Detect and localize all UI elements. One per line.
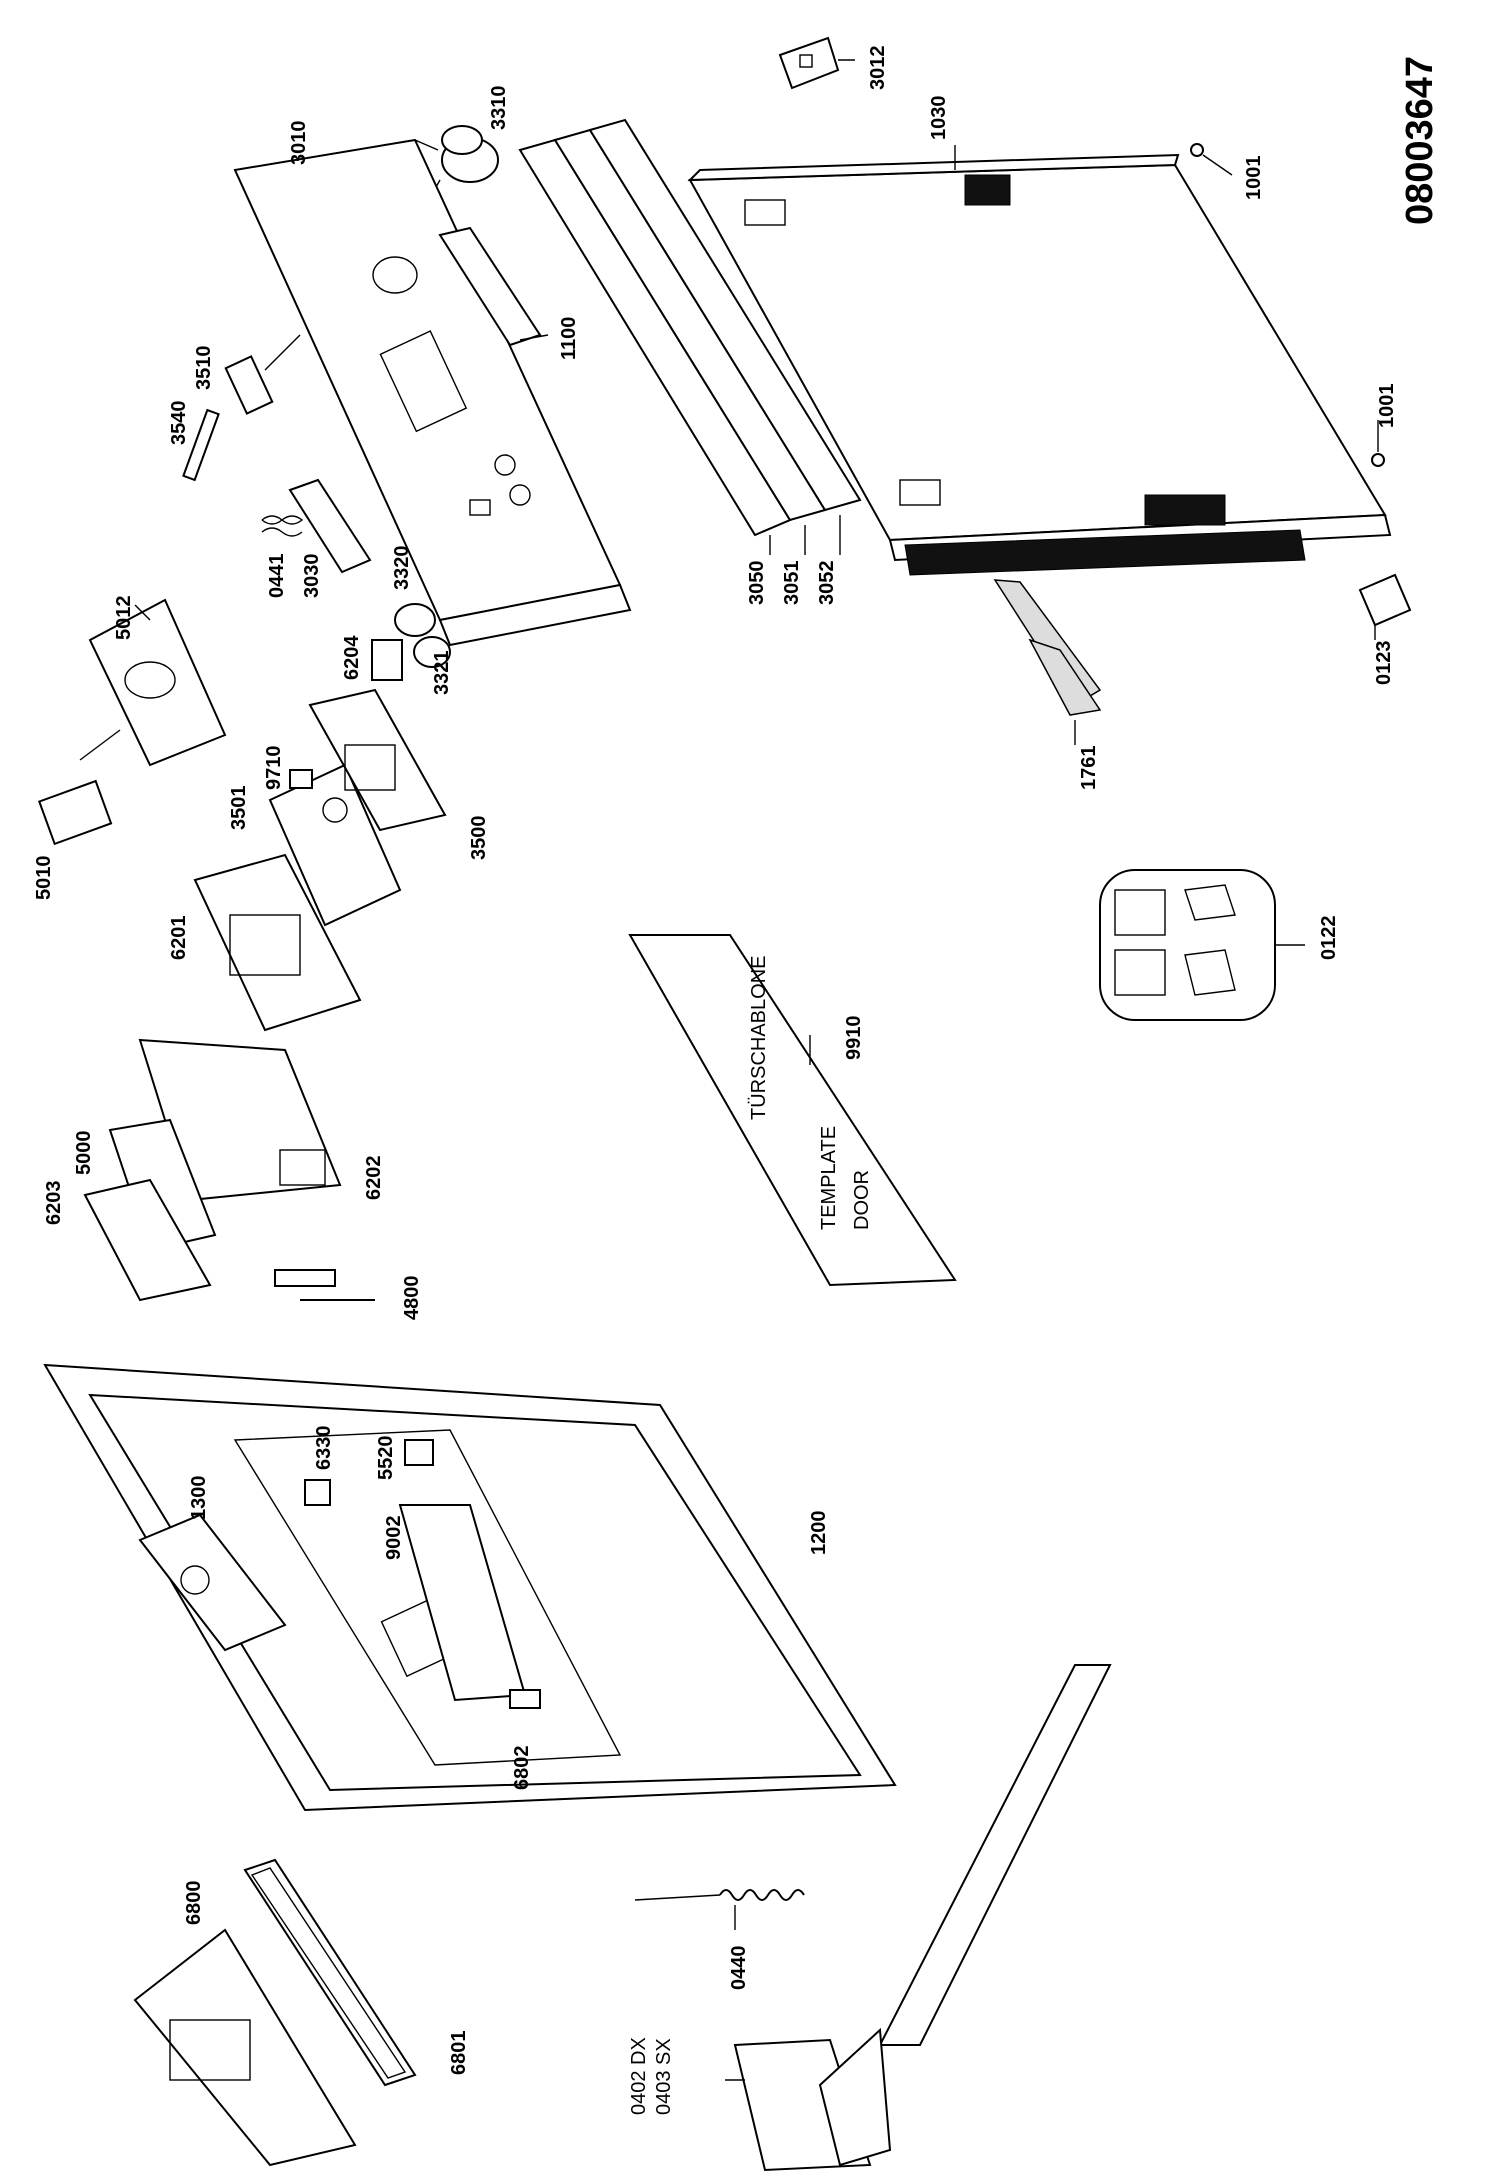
label-9710: 9710 <box>263 746 285 791</box>
part-3321-knob <box>413 636 451 668</box>
part-5010-lock <box>38 729 121 846</box>
label-3500: 3500 <box>468 816 490 861</box>
label-3010: 3010 <box>288 121 310 166</box>
template-english-1: TEMPLATE <box>818 1126 840 1230</box>
part-0441-spring <box>261 515 304 537</box>
part-3050-3052-rails <box>518 118 862 555</box>
part-0440-spring <box>634 1889 805 1930</box>
label-0441: 0441 <box>266 554 288 599</box>
label-1100: 1100 <box>558 317 580 360</box>
label-6801: 6801 <box>448 2031 470 2076</box>
part-3500-housing <box>308 688 447 832</box>
part-1001-screw-bottom <box>1371 420 1385 467</box>
part-3012-bracket <box>778 36 855 90</box>
label-5010: 5010 <box>33 856 55 901</box>
part-3310-knob <box>394 125 499 261</box>
part-0123-plate <box>1358 573 1412 640</box>
label-3320: 3320 <box>391 546 413 591</box>
label-3051: 3051 <box>781 561 803 606</box>
label-5000: 5000 <box>73 1131 95 1176</box>
part-3030-holder <box>288 478 372 574</box>
label-6203: 6203 <box>43 1181 65 1226</box>
label-6202: 6202 <box>363 1156 385 1201</box>
part-5012-bracket <box>88 598 227 767</box>
label-0402: 0402 DX <box>628 2037 650 2115</box>
part-3501-board <box>268 763 402 927</box>
part-6800-dispenser-unit <box>133 1928 357 2167</box>
label-3510: 3510 <box>193 346 215 391</box>
label-3050: 3050 <box>746 561 768 606</box>
document-number: 08003647 <box>1399 56 1441 225</box>
part-1030-door-panel <box>687 145 1392 576</box>
label-6201: 6201 <box>168 916 190 961</box>
part-3010-control-panel <box>233 138 632 647</box>
label-0123: 0123 <box>1373 641 1395 686</box>
part-3320-knob <box>394 603 436 637</box>
label-9910: 9910 <box>843 1016 865 1061</box>
label-3310: 3310 <box>488 86 510 131</box>
part-6204-switch <box>371 639 403 681</box>
label-1030: 1030 <box>928 96 950 141</box>
label-3540: 3540 <box>168 401 190 446</box>
label-1761: 1761 <box>1078 746 1100 791</box>
part-5520-catch <box>404 1439 434 1466</box>
part-6203-tray <box>83 1178 212 1302</box>
label-9002: 9002 <box>383 1516 405 1561</box>
label-3321: 3321 <box>431 651 453 696</box>
part-4800-cable <box>274 1269 375 1301</box>
part-1001-screw-top <box>1190 143 1233 176</box>
part-6802-clip <box>509 1689 541 1709</box>
label-1001-bottom: 1001 <box>1376 384 1398 429</box>
label-6204: 6204 <box>341 635 363 680</box>
part-3510-clip <box>224 334 301 415</box>
label-1300: 1300 <box>188 1476 210 1521</box>
label-6802: 6802 <box>511 1746 533 1791</box>
label-5012: 5012 <box>113 596 135 641</box>
template-english-2: DOOR <box>851 1170 873 1230</box>
label-0403: 0403 SX <box>653 2038 675 2115</box>
template-german: TÜRSCHABLONE <box>748 956 770 1120</box>
part-3540-pin <box>182 408 220 482</box>
part-1300-dispenser <box>138 1513 287 1652</box>
part-1100-cover <box>438 226 549 347</box>
label-6800: 6800 <box>183 1881 205 1926</box>
label-6330: 6330 <box>313 1426 335 1471</box>
part-1761-strip <box>993 579 1102 745</box>
label-3012: 3012 <box>867 46 889 91</box>
label-3030: 3030 <box>301 554 323 599</box>
label-1200: 1200 <box>808 1511 830 1556</box>
part-6801-gasket <box>243 1858 417 2087</box>
label-0440: 0440 <box>728 1946 750 1991</box>
label-3052: 3052 <box>816 561 838 606</box>
part-9910-template <box>628 934 957 1287</box>
part-6201-box <box>193 853 362 1032</box>
part-0402-0403-hinge <box>725 1664 1112 2172</box>
part-6330-sensor <box>304 1479 331 1506</box>
label-4800: 4800 <box>401 1276 423 1321</box>
label-1001-top: 1001 <box>1243 156 1265 201</box>
part-0122-kit <box>1099 869 1305 1021</box>
part-9710-chip <box>289 769 313 789</box>
label-5520: 5520 <box>375 1436 397 1481</box>
label-0122: 0122 <box>1318 916 1340 961</box>
label-3501: 3501 <box>228 786 250 831</box>
